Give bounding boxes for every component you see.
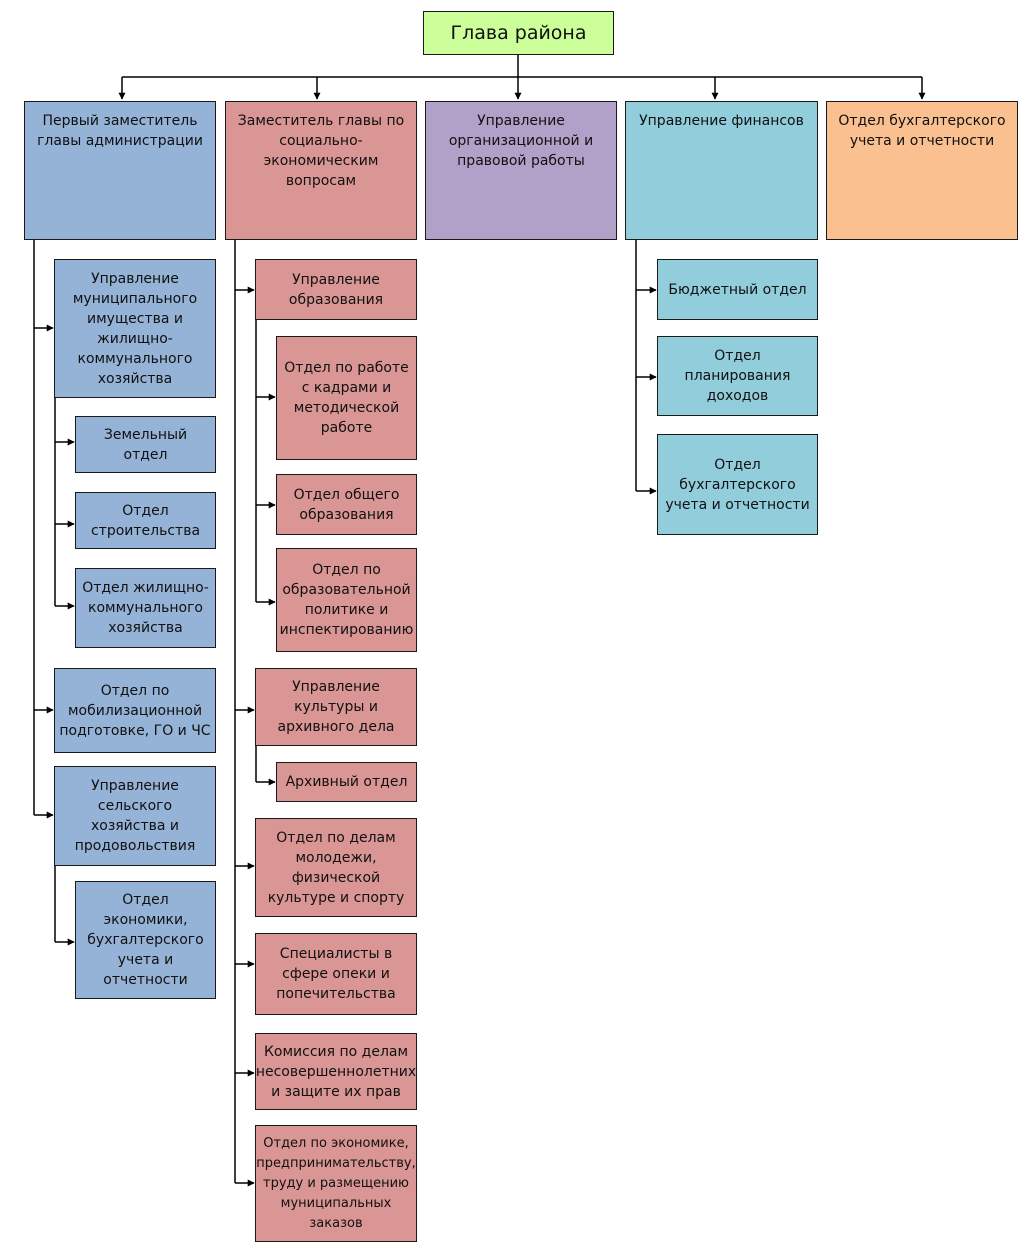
guardianship-label: Специалисты в сфере опеки и попечительст… [276, 946, 396, 1002]
education-policy-label: Отдел по образовательной политике и инсп… [279, 562, 414, 638]
education-policy-box: Отдел по образовательной политике и инсп… [276, 548, 417, 652]
minors-commission-label: Комиссия по делам несовершеннолетних и з… [255, 1043, 417, 1100]
legal-department-label: Управление организационной и правовой ра… [448, 113, 594, 169]
land-department-box: Земельный отдел [75, 416, 216, 473]
finance-department-label: Управление финансов [639, 113, 804, 129]
agriculture-department-box: Управление сельского хозяйства и продово… [54, 766, 216, 866]
archive-department-box: Архивный отдел [276, 762, 417, 802]
economy-department-box: Отдел по экономике, предпринимательству,… [255, 1125, 417, 1242]
accounting-department-box: Отдел бухгалтерского учета и отчетности [826, 101, 1018, 240]
land-department-label: Земельный отдел [103, 426, 188, 463]
economics-accounting-label: Отдел экономики, бухгалтерского учета и … [87, 892, 204, 988]
budget-department-label: Бюджетный отдел [668, 281, 807, 298]
youth-department-box: Отдел по делам молодежи, физической куль… [255, 818, 417, 917]
finance-department-box: Управление финансов [625, 101, 818, 240]
economy-department-label: Отдел по экономике, предпринимательству,… [256, 1135, 416, 1231]
education-department-box: Управление образования [255, 259, 417, 320]
revenue-planning-box: Отдел планирования доходов [657, 336, 818, 416]
personnel-department-label: Отдел по работе с кадрами и методической… [284, 360, 409, 436]
general-education-box: Отдел общего образования [276, 474, 417, 535]
municipal-property-label: Управление муниципального имущества и жи… [72, 270, 198, 387]
agriculture-department-label: Управление сельского хозяйства и продово… [74, 778, 196, 854]
culture-department-box: Управление культуры и архивного дела [255, 668, 417, 746]
construction-department-label: Отдел строительства [90, 502, 201, 539]
personnel-department-box: Отдел по работе с кадрами и методической… [276, 336, 417, 460]
municipal-property-box: Управление муниципального имущества и жи… [54, 259, 216, 398]
construction-department-box: Отдел строительства [75, 492, 216, 549]
mobilization-department-label: Отдел по мобилизационной подготовке, ГО … [59, 682, 211, 739]
accounting-department-label: Отдел бухгалтерского учета и отчетности [838, 113, 1006, 149]
root-head-of-district: Глава района [423, 11, 614, 55]
housing-department-box: Отдел жилищно-коммунального хозяйства [75, 568, 216, 648]
first-deputy-box: Первый заместитель главы администрации [24, 101, 216, 240]
finance-accounting-label: Отдел бухгалтерского учета и отчетности [665, 456, 810, 513]
budget-department-box: Бюджетный отдел [657, 259, 818, 320]
finance-accounting-box: Отдел бухгалтерского учета и отчетности [657, 434, 818, 535]
culture-department-label: Управление культуры и архивного дела [277, 679, 395, 735]
legal-department-box: Управление организационной и правовой ра… [425, 101, 617, 240]
first-deputy-label: Первый заместитель главы администрации [37, 113, 203, 149]
youth-department-label: Отдел по делам молодежи, физической куль… [267, 829, 405, 906]
general-education-label: Отдел общего образования [293, 486, 400, 523]
minors-commission-box: Комиссия по делам несовершеннолетних и з… [255, 1033, 417, 1110]
revenue-planning-label: Отдел планирования доходов [684, 348, 791, 404]
guardianship-box: Специалисты в сфере опеки и попечительст… [255, 933, 417, 1015]
housing-department-label: Отдел жилищно-коммунального хозяйства [82, 580, 209, 636]
education-department-label: Управление образования [288, 271, 384, 308]
archive-department-label: Архивный отдел [285, 774, 408, 790]
economics-accounting-box: Отдел экономики, бухгалтерского учета и … [75, 881, 216, 999]
social-deputy-box: Заместитель главы по социально-экономиче… [225, 101, 417, 240]
root-label: Глава района [450, 22, 587, 44]
social-deputy-label: Заместитель главы по социально-экономиче… [237, 113, 405, 189]
mobilization-department-box: Отдел по мобилизационной подготовке, ГО … [54, 668, 216, 753]
